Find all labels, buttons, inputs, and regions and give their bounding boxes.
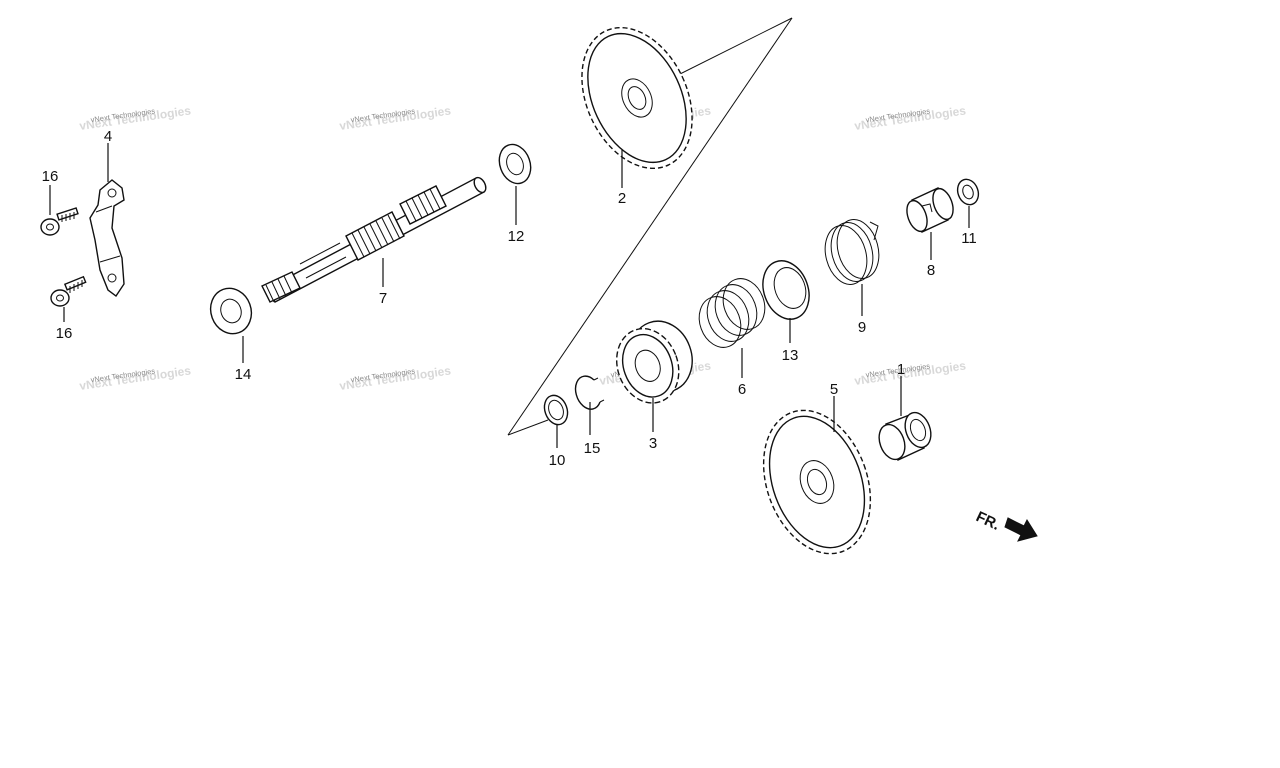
- callout-3: 3: [649, 435, 657, 452]
- part-bushing: [878, 411, 932, 461]
- part-washer-14: [209, 287, 253, 335]
- part-bracket: [89, 179, 125, 298]
- part-spring-6: [698, 278, 766, 348]
- part-washer-12: [498, 143, 532, 185]
- callout-8: 8: [927, 262, 935, 279]
- front-arrow-icon: [1004, 517, 1038, 542]
- assembly-guide-lines: [507, 17, 793, 436]
- callout-14: 14: [235, 366, 252, 383]
- part-gear-large-lower: [762, 409, 872, 555]
- part-washer-11: [956, 178, 980, 206]
- callout-10: 10: [549, 452, 566, 469]
- part-torsion-spring: [824, 219, 880, 285]
- callout-11: 11: [961, 230, 977, 247]
- front-label: FR.: [973, 508, 1002, 534]
- part-gear-large-upper: [581, 26, 693, 170]
- callout-16-upper: 16: [42, 168, 59, 185]
- callout-15: 15: [584, 440, 601, 457]
- callout-labels: 1 2 3 4 5 6 7 8 9 10 11 12 13 14 15 16 1…: [42, 128, 977, 469]
- callout-13: 13: [782, 347, 799, 364]
- callout-1: 1: [897, 361, 905, 378]
- callout-4: 4: [104, 128, 112, 145]
- callout-9: 9: [858, 319, 866, 336]
- leader-lines: [49, 143, 970, 448]
- callout-12: 12: [508, 228, 525, 245]
- part-bolt-lower: [50, 275, 87, 307]
- watermarks: vNext Technologies vNext Technologies vN…: [78, 103, 967, 393]
- part-bolt-upper: [40, 207, 79, 236]
- callout-7: 7: [379, 290, 387, 307]
- part-collar-8: [906, 187, 954, 233]
- callout-16-lower: 16: [56, 325, 73, 342]
- callout-5: 5: [830, 381, 838, 398]
- front-direction-marker: FR.: [973, 508, 1038, 542]
- part-shaft: [261, 176, 487, 303]
- callout-6: 6: [738, 381, 746, 398]
- part-circlip: [543, 394, 569, 426]
- part-washer-13: [762, 260, 810, 320]
- callout-2: 2: [618, 190, 626, 207]
- part-snap-ring: [574, 375, 605, 410]
- part-ratchet: [615, 320, 693, 404]
